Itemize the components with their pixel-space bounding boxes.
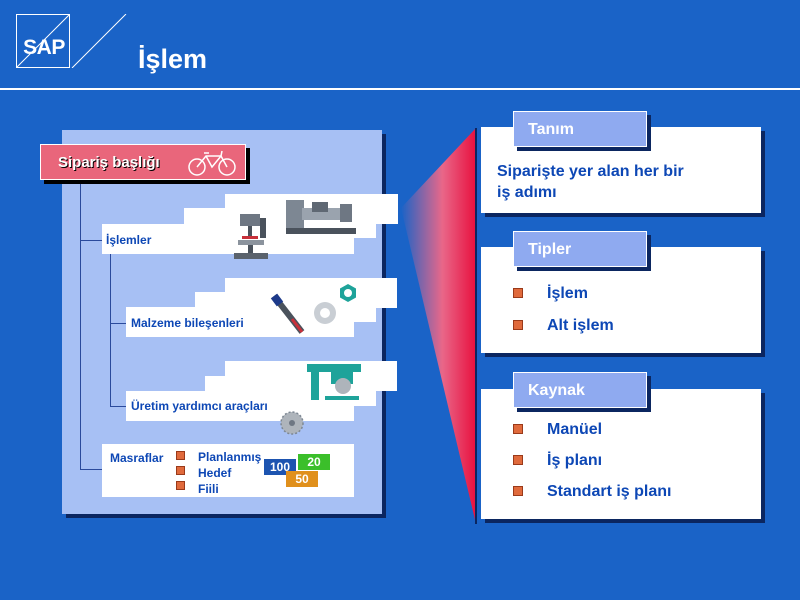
logo-slash-icon	[71, 14, 127, 68]
order-header-box	[40, 144, 246, 180]
cost-badge-target: 20	[298, 454, 330, 470]
page-title: İşlem	[138, 44, 208, 74]
cost-bullet	[176, 451, 185, 460]
header-divider	[0, 88, 800, 90]
nut-icon	[340, 284, 356, 302]
definition-tab: Tanım	[513, 111, 647, 147]
tree-line-prt	[110, 406, 130, 407]
types-item-operation: İşlem	[547, 285, 588, 302]
order-header-label: Sipariş başlığı	[58, 154, 160, 171]
source-item-manual: Manüel	[547, 421, 603, 438]
types-bullet	[513, 288, 523, 298]
cost-bullet	[176, 466, 185, 475]
cost-bullet	[176, 481, 185, 490]
cost-badge-actual: 50	[286, 471, 318, 487]
cost-item-target: Hedef	[198, 466, 232, 480]
saw-machine-icon	[307, 364, 361, 400]
lathe-machine-icon	[286, 200, 356, 234]
saw-blade-icon	[280, 411, 304, 435]
costs-card	[102, 444, 354, 497]
tree-line-components	[110, 323, 130, 324]
funnel-shape	[401, 128, 477, 524]
washer-icon	[314, 302, 336, 324]
logo-diagonal-icon	[16, 14, 70, 68]
source-tab: Kaynak	[513, 372, 647, 408]
screw-icon	[270, 293, 305, 334]
operations-label: İşlemler	[106, 233, 152, 247]
logo-frame	[16, 14, 70, 68]
sap-logo: SAP	[23, 36, 65, 59]
types-bullet	[513, 320, 523, 330]
components-label: Malzeme bileşenleri	[131, 316, 244, 330]
tree-line-sub	[110, 250, 111, 406]
tree-line-operations	[80, 240, 102, 241]
source-item-routing: İş planı	[547, 452, 603, 469]
source-bullet	[513, 424, 523, 434]
bicycle-icon	[188, 150, 236, 176]
definition-text-line-2: iş adımı	[497, 184, 557, 201]
definition-text-line-1: Siparişte yer alan her bir	[497, 163, 684, 180]
source-bullet	[513, 455, 523, 465]
types-item-sub-operation: Alt işlem	[547, 317, 614, 334]
cost-item-planned: Planlanmış	[198, 450, 262, 464]
tree-line-main	[80, 182, 81, 470]
source-item-standard-routing: Standart iş planı	[547, 483, 672, 500]
types-tab: Tipler	[513, 231, 647, 267]
tree-line-costs	[80, 469, 102, 470]
source-bullet	[513, 486, 523, 496]
prt-label: Üretim yardımcı araçları	[131, 399, 268, 413]
drill-press-icon	[234, 214, 268, 259]
cost-item-actual: Fiili	[198, 482, 219, 496]
costs-label: Masraflar	[110, 451, 164, 465]
